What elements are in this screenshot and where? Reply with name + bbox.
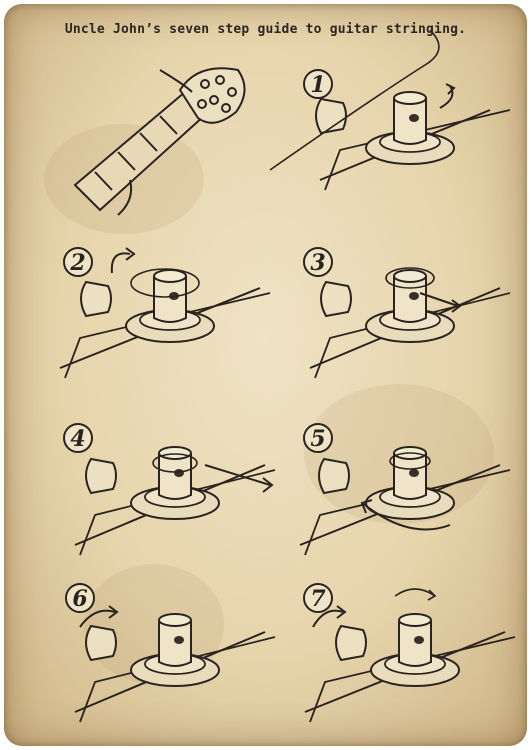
- step-number: 1: [310, 72, 325, 98]
- step-badge-4: 4: [64, 424, 92, 452]
- step-7-illustration: [305, 589, 515, 722]
- headstock-illustration: [75, 68, 245, 215]
- step-number: 3: [310, 250, 325, 276]
- step-number: 2: [69, 250, 85, 276]
- step-6-illustration: [75, 606, 275, 722]
- step-badge-1: 1: [304, 70, 332, 98]
- step-1-illustration: [270, 30, 510, 190]
- step-number: 5: [310, 426, 325, 452]
- step-number: 4: [70, 426, 85, 452]
- step-number: 6: [72, 586, 87, 612]
- step-number: 7: [310, 586, 326, 612]
- step-5-illustration: [300, 447, 510, 555]
- step-badge-6: 6: [66, 584, 94, 612]
- step-badge-2: 2: [64, 248, 92, 276]
- step-badge-7: 7: [304, 584, 332, 612]
- step-badge-5: 5: [304, 424, 332, 452]
- step-3-illustration: [310, 268, 510, 378]
- step-4-illustration: [75, 447, 275, 555]
- step-badge-3: 3: [304, 248, 332, 276]
